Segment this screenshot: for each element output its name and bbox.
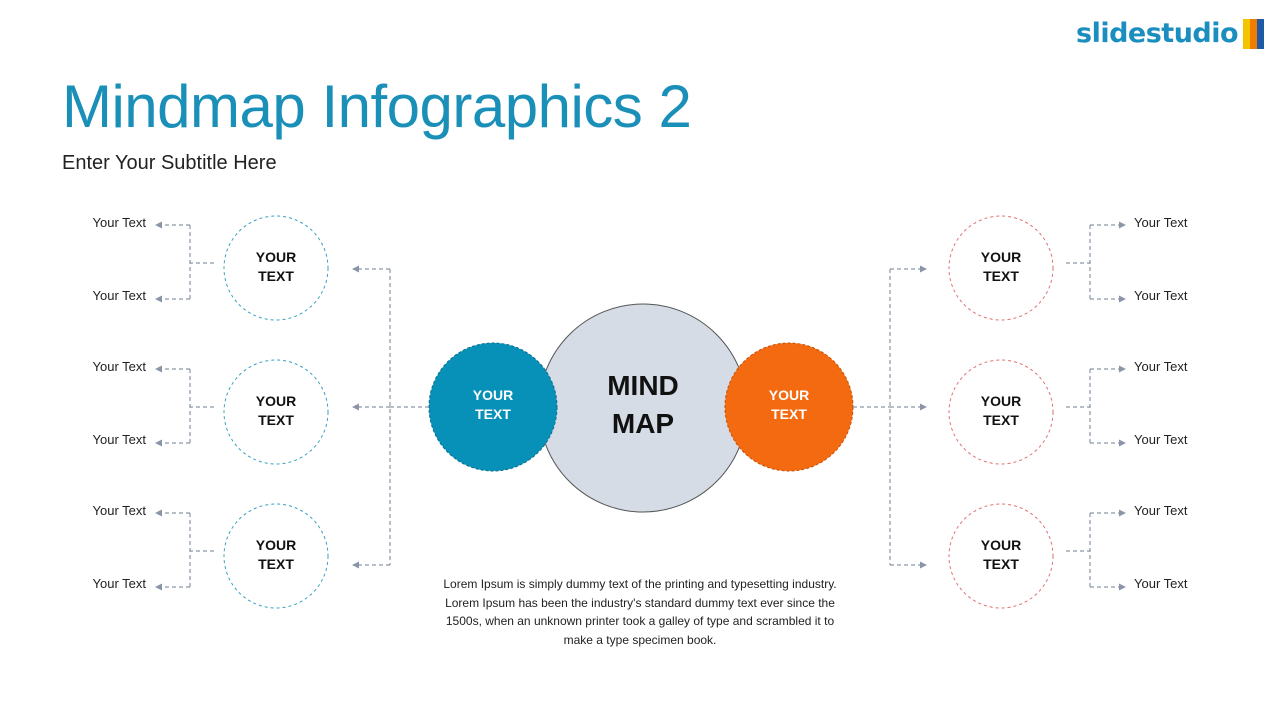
node-line2: TEXT [258, 412, 294, 428]
arrow-icon [1119, 509, 1126, 517]
node-line1: YOUR [255, 393, 297, 409]
left-hub-label: YOUR TEXT [433, 386, 553, 424]
arrow-icon [1119, 221, 1126, 229]
node-line2: TEXT [983, 268, 1019, 284]
right-node-circle [948, 503, 1054, 609]
leaf-label: Your Text [92, 576, 147, 591]
right-node-circle [948, 215, 1054, 321]
arrow-icon [155, 295, 162, 303]
arrow-icon [920, 403, 927, 411]
arrow-icon [155, 221, 162, 229]
arrow-icon [1119, 295, 1126, 303]
node-label: YOUR TEXT [216, 392, 336, 430]
slide-subtitle: Enter Your Subtitle Here [62, 152, 277, 174]
left-node-circle [223, 215, 329, 321]
node-label: YOUR TEXT [216, 248, 336, 286]
right-hub-line2: TEXT [771, 406, 807, 422]
leaf-label: Your Text [92, 215, 147, 230]
left-hub-line2: TEXT [475, 406, 511, 422]
node-line2: TEXT [258, 556, 294, 572]
arrow-icon [1119, 583, 1126, 591]
description-text: Lorem Ipsum is simply dummy text of the … [443, 577, 837, 647]
leaf-label: Your Text [92, 432, 147, 447]
node-line2: TEXT [258, 268, 294, 284]
node-line1: YOUR [980, 537, 1022, 553]
arrow-icon [1119, 365, 1126, 373]
center-line1: MIND [607, 370, 679, 401]
arrow-icon [352, 265, 359, 273]
leaf-label: Your Text [92, 503, 147, 518]
leaf-label: Your Text [1134, 576, 1188, 591]
arrow-icon [155, 509, 162, 517]
node-line1: YOUR [980, 393, 1022, 409]
node-label: YOUR TEXT [941, 248, 1061, 286]
leaf-label: Your Text [1134, 215, 1188, 230]
logo-text: slidestudio [1076, 18, 1239, 49]
node-line1: YOUR [255, 249, 297, 265]
arrow-icon [155, 583, 162, 591]
right-hub-label: YOUR TEXT [729, 386, 849, 424]
node-line1: YOUR [980, 249, 1022, 265]
left-node-circle [223, 503, 329, 609]
node-label: YOUR TEXT [216, 536, 336, 574]
node-line2: TEXT [983, 412, 1019, 428]
leaf-label: Your Text [1134, 288, 1188, 303]
arrow-icon [1119, 439, 1126, 447]
right-node-circle [948, 359, 1054, 465]
right-hub-line1: YOUR [768, 387, 810, 403]
center-label: MIND MAP [543, 367, 743, 443]
node-line2: TEXT [983, 556, 1019, 572]
leaf-label: Your Text [1134, 503, 1188, 518]
node-label: YOUR TEXT [941, 392, 1061, 430]
left-node-circle [223, 359, 329, 465]
arrow-icon [920, 265, 927, 273]
leaf-label: Your Text [92, 359, 147, 374]
center-line2: MAP [611, 408, 675, 439]
arrow-icon [155, 365, 162, 373]
arrow-icon [352, 561, 359, 569]
left-hub-line1: YOUR [472, 387, 514, 403]
node-label: YOUR TEXT [941, 536, 1061, 574]
arrow-icon [155, 439, 162, 447]
logo-bars-icon [1243, 18, 1265, 49]
slide-title: Mindmap Infographics 2 [62, 73, 692, 140]
arrow-icon [920, 561, 927, 569]
node-line1: YOUR [255, 537, 297, 553]
arrow-icon [352, 403, 359, 411]
leaf-label: Your Text [1134, 432, 1188, 447]
leaf-label: Your Text [92, 288, 147, 303]
leaf-label: Your Text [1134, 359, 1188, 374]
slidestudio-logo: slidestudio [1076, 18, 1265, 49]
